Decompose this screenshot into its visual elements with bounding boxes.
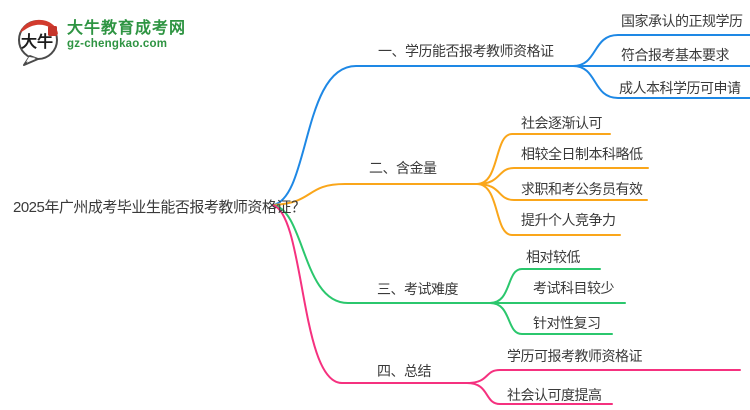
- logo-icon-text: 大牛: [21, 32, 53, 51]
- branch-3-child-3: 针对性复习: [533, 315, 601, 331]
- branch-3-lines: [272, 204, 626, 335]
- branch-1-label: 一、学历能否报考教师资格证: [378, 43, 554, 59]
- site-logo: 大牛 大牛教育成考网 gz-chengkao.com: [12, 12, 186, 66]
- branch-3-child-1: 相对较低: [526, 249, 581, 265]
- branch-2-lines: [272, 133, 649, 236]
- branch-4-lines: [272, 204, 741, 405]
- branch-4-child-2: 社会认可度提高: [507, 387, 602, 403]
- root-topic: 2025年广州成考毕业生能否报考教师资格证？: [13, 199, 306, 216]
- brand-text-block: 大牛教育成考网 gz-chengkao.com: [67, 12, 186, 50]
- branch-4-child-1: 学历可报考教师资格证: [507, 348, 643, 364]
- brand-domain: gz-chengkao.com: [67, 38, 168, 50]
- branch-2-child-1: 社会逐渐认可: [521, 115, 603, 131]
- branch-1-child-3: 成人本科学历可申请: [619, 80, 741, 96]
- brand-title: 大牛教育成考网: [67, 20, 187, 37]
- branch-4-label: 四、总结: [377, 363, 432, 379]
- branch-1-child-1: 国家承认的正规学历: [621, 13, 743, 29]
- branch-2-child-3: 求职和考公务员有效: [521, 181, 643, 197]
- branch-3-label: 三、考试难度: [377, 281, 459, 297]
- branch-1-child-2: 符合报考基本要求: [621, 47, 730, 63]
- daniu-bubble-logo-icon: 大牛: [18, 19, 58, 66]
- branch-3-child-2: 考试科目较少: [533, 280, 615, 296]
- branch-2-child-4: 提升个人竞争力: [521, 212, 616, 228]
- branch-2-label: 二、含金量: [369, 160, 437, 176]
- branch-1-lines: [272, 34, 750, 206]
- branch-2-child-2: 相较全日制本科略低: [521, 146, 643, 162]
